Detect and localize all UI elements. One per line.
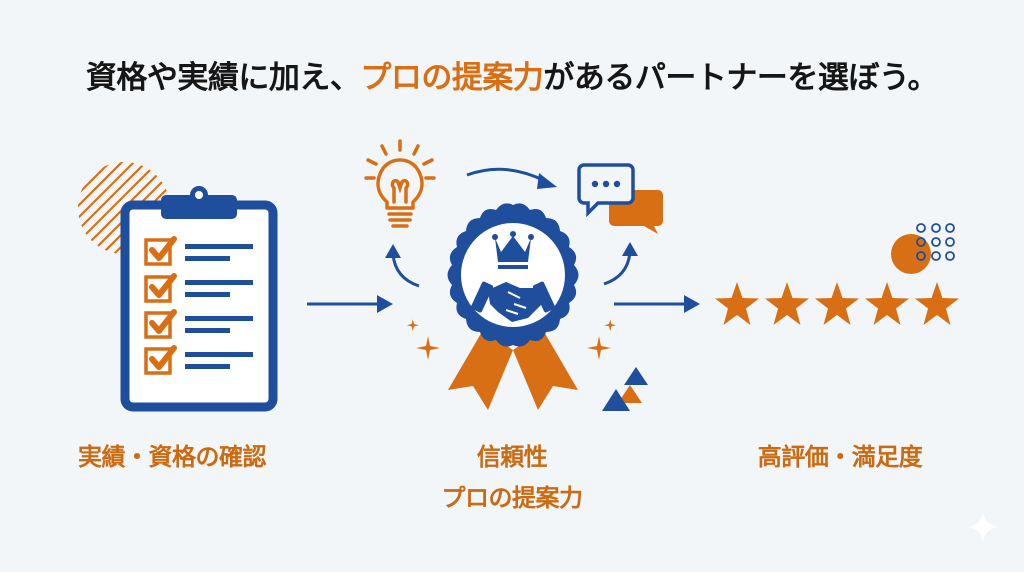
arrow-right-icon [307,295,393,313]
curved-arrow-right-icon [603,242,638,286]
headline-highlight: プロの提案力 [360,60,544,96]
headline-text-after: があるパートナーを選ぼう。 [543,60,939,96]
award-badge-handshake-icon [447,203,579,410]
step-2-label-line2: プロの提案力 [441,484,584,512]
step-3-label: 高評価・満足度 [757,443,923,471]
chat-bubbles-icon [577,163,663,234]
sparkle-icon [406,319,440,360]
clipboard-checklist-icon [120,186,278,412]
five-stars-icon [715,282,959,325]
lightbulb-icon [364,139,436,228]
triangles-decoration [602,367,648,411]
step-2-label-line1: 信頼性 [476,443,548,471]
step-1-label: 実績・資格の確認 [78,443,267,471]
curved-arrow-icon [466,167,557,189]
curved-arrow-left-icon [385,244,420,288]
crown-icon [492,231,534,269]
headline: 資格や実績に加え、プロの提案力があるパートナーを選ぼう。 [0,52,1024,97]
corner-sparkle-icon [968,512,998,542]
handshake-icon [470,281,556,322]
headline-text-before: 資格や実績に加え、 [85,60,361,96]
arrow-right-icon [614,295,700,313]
sparkle-icon [587,319,617,360]
dot-grid-decoration [891,223,955,274]
